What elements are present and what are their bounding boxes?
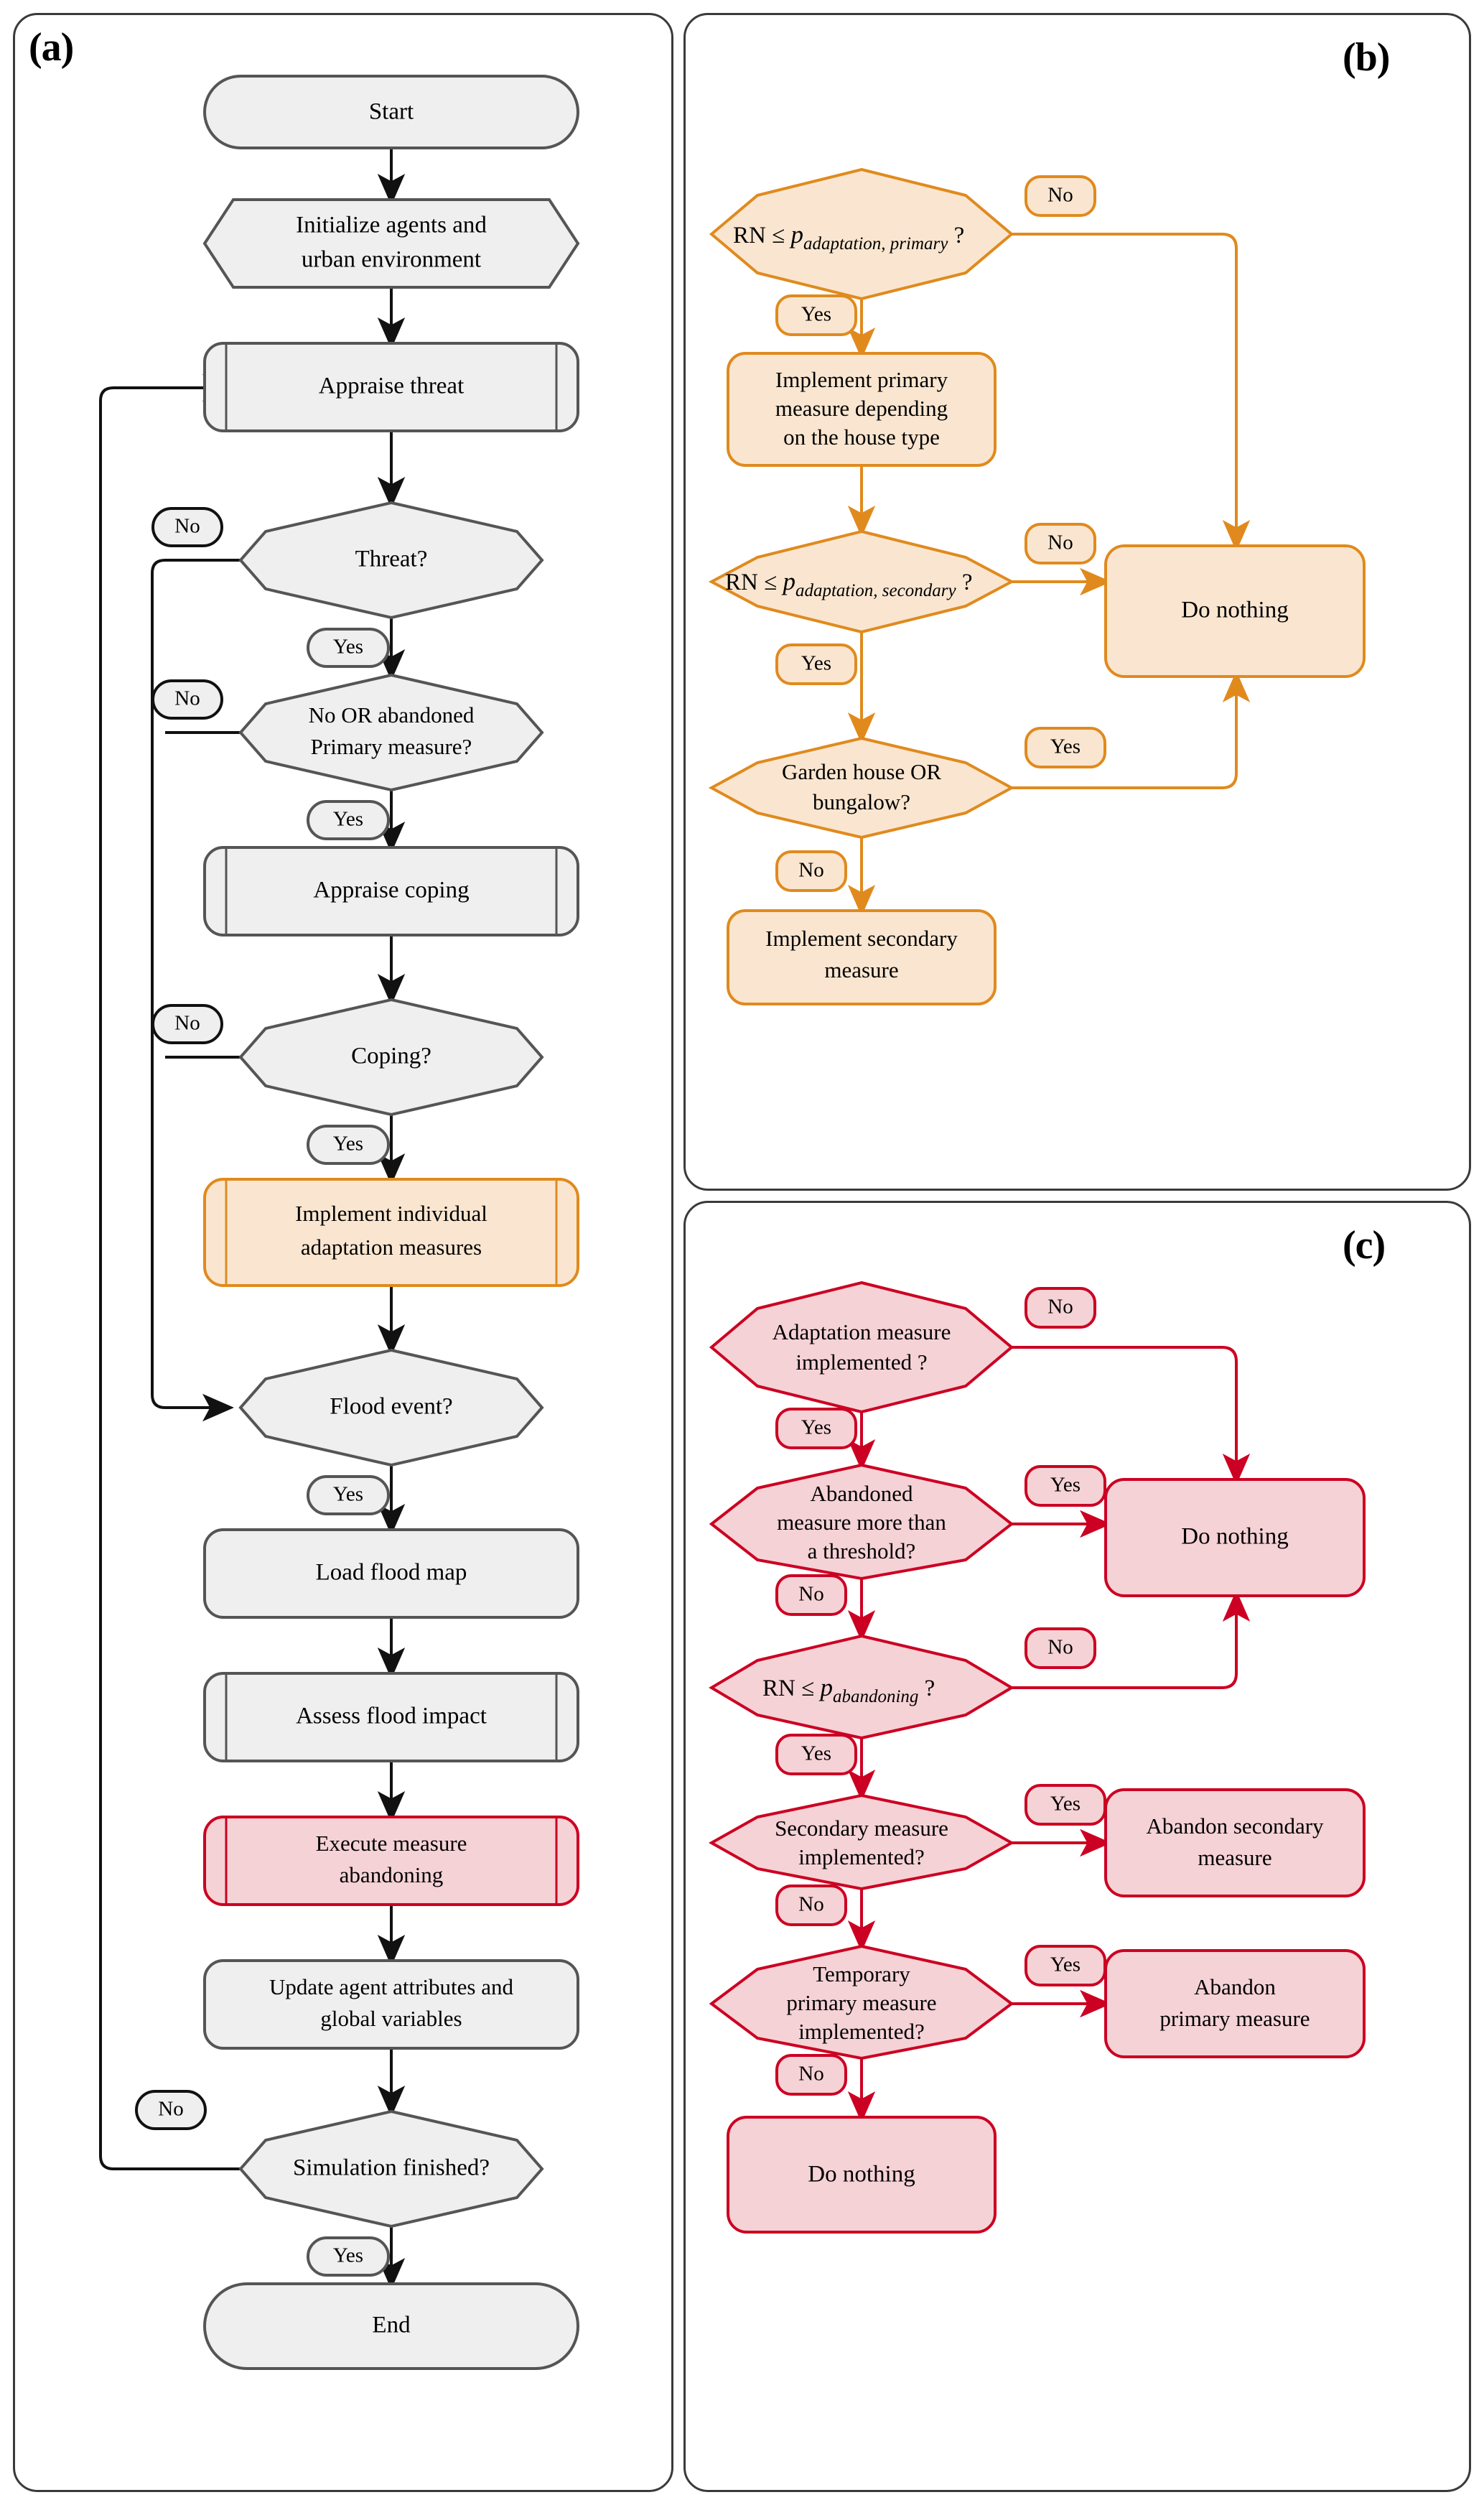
panel-a-label: (a) bbox=[29, 25, 74, 70]
panel-b bbox=[683, 13, 1471, 1191]
panel-a bbox=[13, 13, 673, 2492]
panel-c-label: (c) bbox=[1343, 1223, 1386, 1268]
panel-b-label: (b) bbox=[1343, 35, 1390, 80]
panel-c bbox=[683, 1201, 1471, 2492]
